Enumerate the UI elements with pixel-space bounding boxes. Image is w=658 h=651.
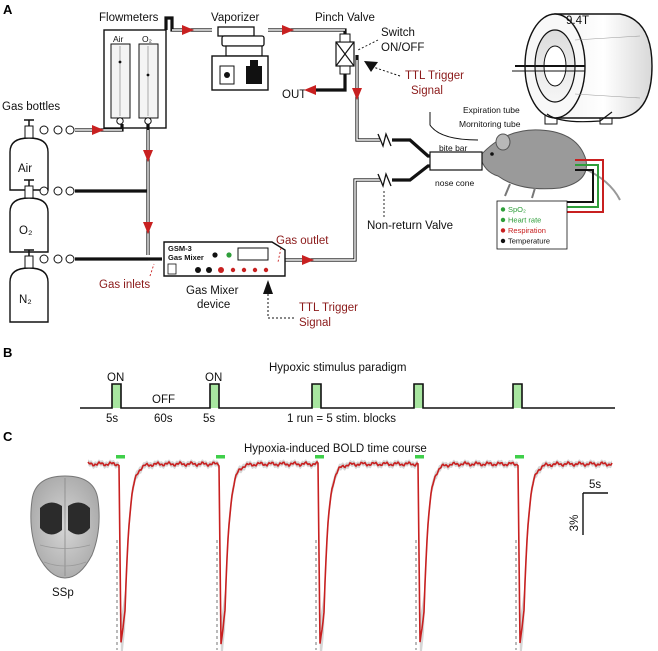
monitor-bullet [500, 228, 506, 233]
on-2-label: ON [205, 372, 222, 384]
mri-magnet [512, 13, 653, 125]
monitor-item: SpO₂ [508, 205, 526, 214]
stimulus-paradigm [80, 383, 615, 409]
gas-mixer-device-label-1: Gas Mixer [186, 285, 239, 297]
expiration-tube-label: Expiration tube [463, 105, 520, 115]
stimulus-bar [415, 455, 424, 459]
brain-image [30, 475, 100, 579]
flowmeters-label: Flowmeters [99, 12, 159, 24]
non-return-valve-label: Non-return Valve [367, 220, 453, 232]
bold-mean-trace [87, 460, 613, 645]
panel-b-letter: B [3, 345, 12, 360]
duration-off-label: 60s [154, 413, 173, 425]
gas-inlets-label: Gas inlets [99, 279, 150, 291]
pinch-valve [335, 33, 355, 75]
on-1-label: ON [107, 372, 124, 384]
on-off-label: ON/OFF [381, 42, 424, 54]
bite-bar-label: bite bar [439, 143, 468, 153]
amp-scale-label: 3% [569, 515, 581, 532]
time-scale-label: 5s [589, 479, 601, 491]
bottle-air-label: Air [18, 163, 32, 175]
bold-title: Hypoxia-induced BOLD time course [244, 443, 427, 455]
non-return-valve-symbols [377, 131, 392, 189]
stimulus-block [414, 384, 423, 408]
flowmeter-o2-label: O₂ [142, 34, 152, 44]
ttl-signal-2-label: Signal [299, 317, 331, 329]
gas-bottle-o2 [9, 179, 49, 253]
out-label: OUT [282, 89, 306, 101]
vaporizer [211, 26, 269, 91]
gas-bottle-n2 [9, 249, 49, 323]
magnet-field-label: 9.4T [566, 15, 589, 27]
flow-arrows [92, 25, 362, 265]
panel-a-letter: A [3, 2, 13, 17]
stimulus-block [112, 384, 121, 408]
gas-outlet-label: Gas outlet [276, 235, 329, 247]
gas-bottles-label: Gas bottles [2, 101, 60, 113]
flowmeters [103, 29, 167, 129]
gas-bottle-air [9, 119, 49, 191]
panel-c-letter: C [3, 429, 13, 444]
duration-2-label: 5s [203, 413, 215, 425]
paradigm-waveform [80, 383, 615, 409]
stimulus-bar [116, 455, 125, 459]
monitor-bullet [500, 207, 506, 212]
stimulus-block [513, 384, 522, 408]
bottle-n2-label: N₂ [19, 294, 32, 306]
gas-mixer-device-label-2: device [197, 299, 230, 311]
stimulus-bar [515, 455, 524, 459]
bottle-o2-label: O₂ [19, 225, 32, 237]
ttl-signal-label: Signal [411, 85, 443, 97]
region-label: SSp [52, 587, 74, 599]
pinch-valve-label: Pinch Valve [315, 12, 375, 24]
regulator-gauges [39, 125, 75, 264]
monitor-bullet [500, 217, 506, 223]
duration-1-label: 5s [106, 413, 118, 425]
stimulus-block [210, 384, 219, 408]
stimulus-bar [315, 455, 324, 459]
nose-cone [429, 151, 483, 171]
monitor-item: Heart rate [508, 216, 541, 225]
paradigm-title: Hypoxic stimulus paradigm [269, 362, 406, 374]
nose-cone-label: nose cone [435, 178, 474, 188]
run-note: 1 run = 5 stim. blocks [287, 413, 396, 425]
monitor-item: Respiration [508, 226, 546, 235]
vaporizer-label: Vaporizer [211, 12, 260, 24]
off-label: OFF [152, 394, 175, 406]
bold-time-course [87, 455, 613, 651]
gas-mixer-device [163, 241, 286, 277]
monitoring-tube-label: Mornitoring tube [459, 119, 521, 129]
flowmeter-air-label: Air [113, 34, 124, 44]
monitor-bullet [500, 238, 506, 244]
scale-bar [582, 492, 608, 535]
ttl-trigger-label: TTL Trigger [405, 70, 464, 82]
gas-mixer-model: GSM-3 [168, 244, 192, 253]
stimulus-block [312, 384, 321, 408]
bold-variability-band [88, 459, 612, 651]
switch-label: Switch [381, 27, 415, 39]
gas-mixer-name: Gas Mixer [168, 253, 204, 262]
stimulus-bar [216, 455, 225, 459]
monitor-item: Temperature [508, 237, 550, 246]
ttl-trigger-2-label: TTL Trigger [299, 302, 358, 314]
